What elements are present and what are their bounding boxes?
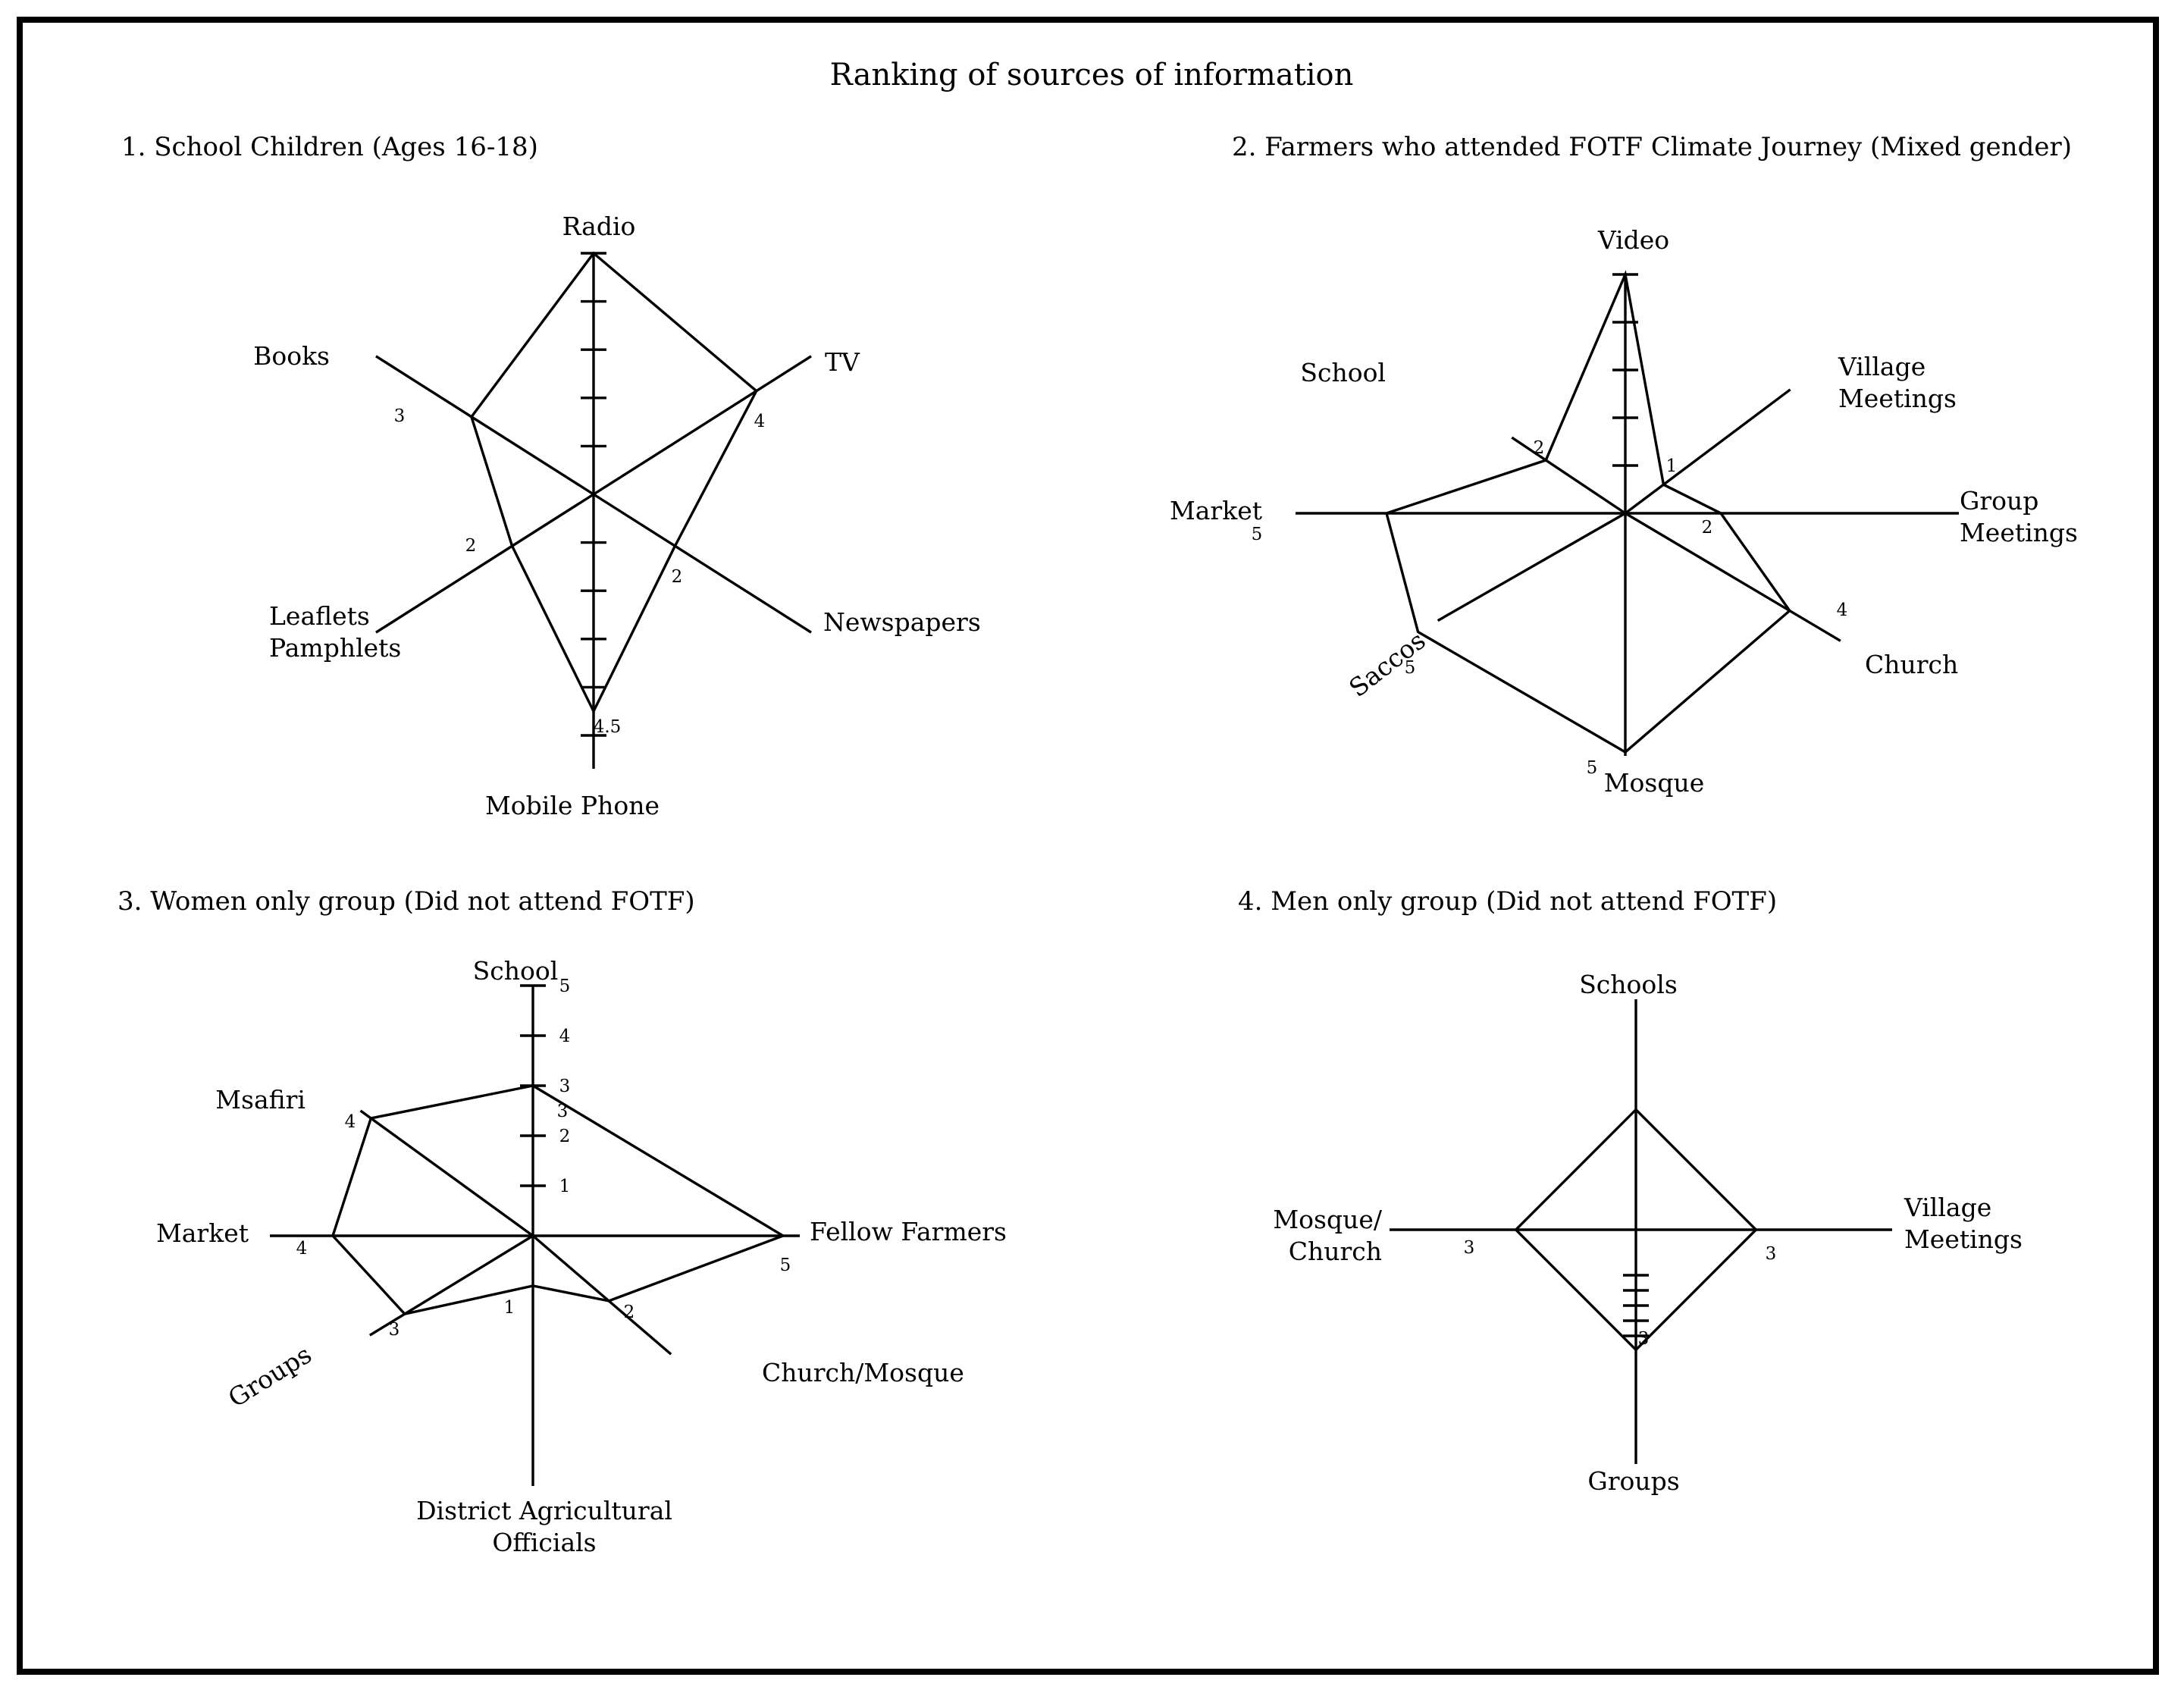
- data-point-church: [1788, 610, 1791, 613]
- data-point-schools: [1634, 1108, 1637, 1111]
- data-point-district-agricultural-officials: [531, 1284, 534, 1287]
- axis-newspapers: [593, 493, 812, 634]
- axis-label-newspapers: Newspapers: [823, 607, 981, 637]
- data-point-village-meetings: [1662, 483, 1665, 486]
- rank-value-groups: 3: [389, 1320, 400, 1340]
- figure-frame: [17, 17, 2159, 1675]
- axis-label-tv: TV: [825, 347, 860, 377]
- scale-label-4: 4: [559, 1027, 571, 1046]
- scale-label-5: 5: [559, 977, 571, 996]
- axis-tv: [593, 355, 812, 496]
- figure-title: Ranking of sources of information: [830, 58, 1354, 92]
- axis-msafiri: [359, 1109, 534, 1237]
- axis-label-mosque: Mosque: [1604, 768, 1705, 798]
- data-point-groups: [403, 1312, 406, 1315]
- radar-chart-3: 3. Women only group (Did not attend FOTF…: [118, 886, 1007, 1557]
- rank-value-school: 3: [557, 1102, 569, 1121]
- data-point-fellow-farmers: [782, 1234, 785, 1237]
- data-point-village-meetings: [1754, 1228, 1757, 1231]
- axis-label-church: Church: [1865, 650, 1958, 679]
- rank-value-village-meetings: 1: [1666, 456, 1678, 476]
- axis-label-market: Market: [156, 1218, 249, 1248]
- rank-value-church: 4: [1837, 600, 1848, 620]
- axis-label-market: Market: [1170, 496, 1262, 525]
- axis-church-mosque: [531, 1234, 672, 1356]
- axis-school: [1511, 436, 1626, 515]
- rank-value-fellow-farmers: 5: [780, 1256, 791, 1275]
- axis-label-msafiri: Msafiri: [215, 1085, 306, 1114]
- rank-value-group-meetings: 2: [1702, 518, 1713, 538]
- axis-label-church-mosque: Church/Mosque: [762, 1358, 964, 1387]
- chart-3-title: 3. Women only group (Did not attend FOTF…: [118, 886, 695, 917]
- axis-label-video: Video: [1597, 225, 1669, 255]
- axis-label-radio: Radio: [562, 212, 636, 241]
- data-point-groups: [1634, 1348, 1637, 1351]
- scale-label-3: 3: [559, 1077, 571, 1096]
- axis-saccos: [1437, 512, 1626, 622]
- rank-value-church-mosque: 2: [624, 1303, 635, 1322]
- charts-root: 1. School Children (Ages 16-18)RadioTV4N…: [118, 132, 2078, 1557]
- chart-1-title: 1. School Children (Ages 16-18): [121, 132, 538, 162]
- data-point-tv: [755, 390, 758, 393]
- radar-chart-4: 4. Men only group (Did not attend FOTF) S…: [1238, 886, 2023, 1496]
- rank-value-market: 5: [1252, 525, 1263, 544]
- axis-label-school: School: [473, 956, 559, 986]
- data-point-church-mosque: [607, 1299, 610, 1303]
- axis-label-schools: Schools: [1579, 970, 1678, 999]
- rank-value-groups: 3: [1638, 1329, 1650, 1349]
- data-point-msafiri: [369, 1117, 372, 1120]
- chart-4-title: 4. Men only group (Did not attend FOTF): [1238, 886, 1777, 917]
- rank-value-school: 2: [1534, 438, 1545, 458]
- data-point-mosque-church: [1515, 1228, 1518, 1231]
- data-point-market: [1385, 512, 1388, 515]
- data-point-mosque: [1624, 751, 1627, 754]
- rank-value-newspapers: 2: [672, 567, 683, 587]
- axis-label-books: Books: [253, 341, 330, 371]
- axis-leaflets-pamphlets: [375, 493, 594, 634]
- axis-label-mobile-phone: Mobile Phone: [485, 791, 660, 820]
- data-point-group-meetings: [1719, 512, 1722, 515]
- rank-value-market: 4: [296, 1239, 308, 1259]
- data-point-newspapers: [673, 544, 676, 547]
- scale-label-2: 2: [559, 1127, 571, 1146]
- rank-value-tv: 4: [754, 412, 766, 431]
- chart-2-title: 2. Farmers who attended FOTF Climate Jou…: [1232, 132, 2072, 162]
- scale-label-1: 1: [559, 1177, 571, 1196]
- rank-value-mosque-church: 3: [1464, 1238, 1475, 1258]
- rank-value-district-agricultural-officials: 1: [504, 1298, 515, 1318]
- data-point-saccos: [1417, 631, 1420, 634]
- rank-value-leaflets-pamphlets: 2: [465, 536, 477, 556]
- data-point-market: [331, 1234, 334, 1237]
- data-point-school: [1544, 459, 1547, 462]
- axis-village-meetings: [1624, 388, 1791, 515]
- axis-label-fellow-farmers: Fellow Farmers: [810, 1217, 1007, 1246]
- rank-value-mobile-phone: 4.5: [594, 717, 622, 737]
- axis-label-groups: Groups: [223, 1340, 317, 1413]
- axis-books: [375, 355, 594, 496]
- rank-value-saccos: 5: [1405, 658, 1416, 678]
- axis-label-groups: Groups: [1587, 1466, 1679, 1496]
- data-point-books: [470, 415, 473, 419]
- axis-label-school: School: [1300, 358, 1386, 387]
- radar-chart-2: 2. Farmers who attended FOTF Climate Jou…: [1170, 132, 2078, 798]
- data-point-mobile-phone: [592, 710, 595, 713]
- data-point-leaflets-pamphlets: [511, 544, 514, 547]
- rank-value-village-meetings: 3: [1766, 1244, 1777, 1264]
- rank-polygon: [331, 1084, 786, 1315]
- rank-value-mosque: 5: [1587, 758, 1598, 778]
- axis-groups: [368, 1234, 534, 1337]
- rank-value-msafiri: 4: [345, 1112, 356, 1132]
- axis-label-saccos: Saccos: [1343, 625, 1430, 703]
- axis-label-mosque-church: Mosque/Church: [1273, 1205, 1382, 1266]
- rank-value-books: 3: [394, 406, 406, 426]
- axis-church: [1625, 512, 1841, 642]
